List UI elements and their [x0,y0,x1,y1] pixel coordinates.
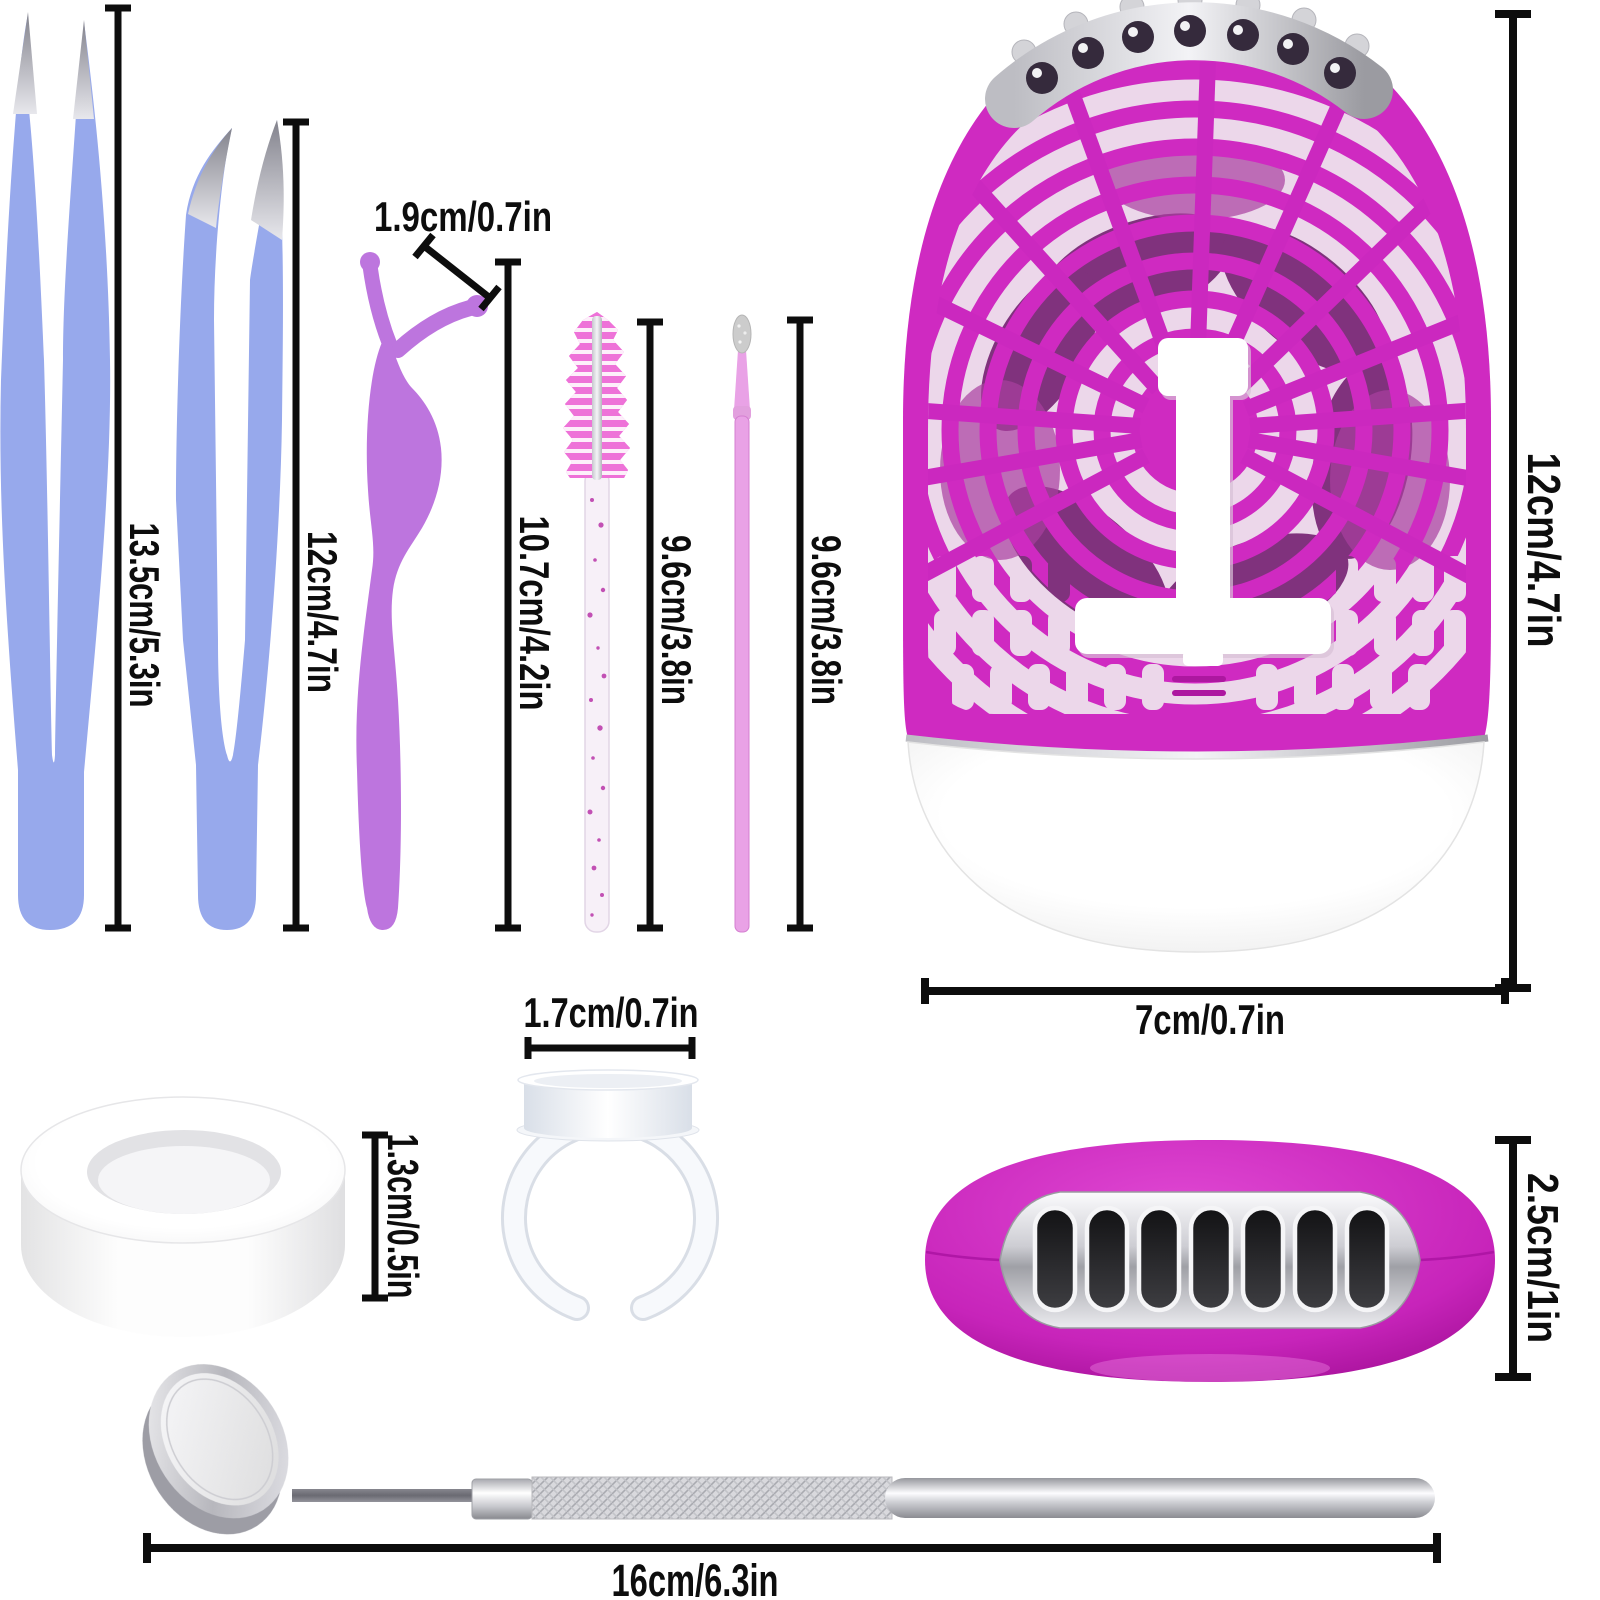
straight-tweezers-body [0,14,111,930]
applicator-body [356,338,442,930]
curved-tweezers-body [176,120,283,930]
mascara-brush [563,312,630,933]
curved-tweezers-tip-right [251,120,284,240]
mirror-dimension [143,1533,1441,1563]
fan-stud-band [985,0,1393,128]
mirror-collar [471,1478,533,1520]
label-fan-height: 12cm/4.7in [1518,453,1570,648]
micro-tip [732,314,752,354]
fan-side-slots [1032,1205,1390,1313]
label-tape-height: 1.3cm/0.5in [378,1134,427,1299]
ring-dimension [524,1037,696,1059]
label-fan-side-height: 2.5cm/1in [1518,1173,1567,1343]
label-mascara-brush: 9.6cm/3.8in [653,535,700,705]
fan-base-bowl [907,741,1485,953]
fan-side-seam-right [1419,1250,1495,1262]
applicator-left-prong [362,258,398,353]
label-fan-width: 7cm/0.7in [1135,996,1285,1043]
fan-side-seam-left [925,1250,1001,1262]
straight-tweezers-tip-left [13,12,37,114]
applicator-width-measure: 1.9cm/0.7in [374,193,552,312]
straight-tweezers [0,12,111,930]
curved-tweezers-tip-left [188,128,232,228]
dental-mirror [142,1364,1435,1535]
fan-side-sheen [1090,1354,1330,1382]
tape-dimension [362,1131,388,1302]
label-curved-tweezers: 12cm/4.7in [299,531,346,693]
ring-cup-side [524,1080,692,1138]
micro-applicator [732,314,752,933]
fan-emboss-lines [1172,676,1226,696]
tape-hole-inner [98,1146,270,1214]
label-glue-ring-width: 1.7cm/0.7in [524,989,699,1036]
glue-ring [501,1069,719,1321]
mirror-knurl [531,1476,893,1520]
micro-joint [733,406,751,420]
usb-fan-side [925,1140,1495,1382]
mirror-head [142,1364,289,1535]
usb-fan-front [903,0,1491,953]
fan-stand-cutout [1075,338,1334,666]
micro-stick [734,415,750,933]
label-straight-tweezers: 13.5cm/5.3in [121,523,168,708]
ring-band [504,1111,716,1318]
straight-tweezers-tip-right [73,20,94,119]
lash-applicator [356,252,488,930]
applicator-right-prong [390,300,478,358]
dimension-lines-tools [105,4,813,932]
tool-labels: 13.5cm/5.3in 12cm/4.7in 10.7cm/4.2in 9.6… [121,516,850,711]
brush-glitter [587,498,607,917]
label-micro-brush: 9.6cm/3.8in [803,535,850,705]
tape-roll [20,1096,346,1337]
fan-vent-spokes [928,62,1466,612]
ring-cup-cavity [534,1074,682,1088]
micro-neck [734,350,750,410]
brush-core [592,316,602,480]
label-applicator-length: 10.7cm/4.2in [511,516,558,711]
label-applicator-width: 1.9cm/0.7in [374,193,552,240]
mirror-stem [292,1489,474,1502]
fan-seam [905,734,1489,759]
fan-side-dimension [1495,1136,1531,1381]
brush-handle [584,469,610,933]
label-mirror-length: 16cm/6.3in [612,1555,779,1600]
mirror-rod [885,1478,1435,1518]
curved-tweezers [176,120,284,930]
fan-dimensions [921,10,1531,1004]
